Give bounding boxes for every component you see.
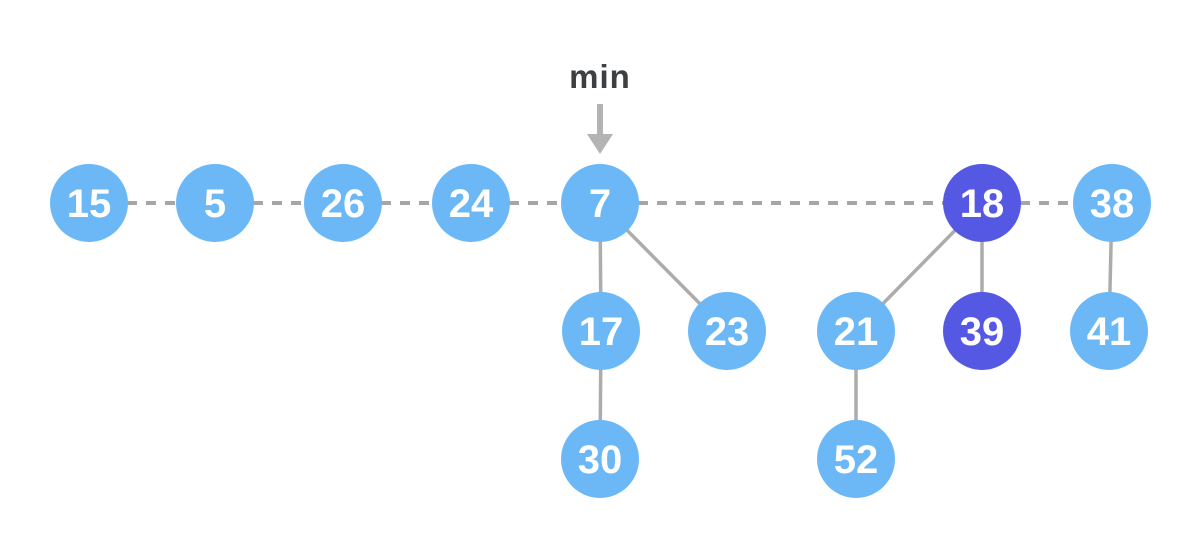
node-circle-18 bbox=[943, 164, 1021, 242]
nodes: 15 5 26 24 7 18 38 17 23 21 39 41 30 52 bbox=[50, 164, 1151, 498]
node-value-15: 15 bbox=[67, 182, 112, 226]
node-circle-38 bbox=[1073, 164, 1151, 242]
node-circle-24 bbox=[432, 164, 510, 242]
node-5: 5 bbox=[176, 164, 254, 242]
node-41: 41 bbox=[1070, 292, 1148, 370]
node-value-41: 41 bbox=[1087, 310, 1132, 354]
node-30: 30 bbox=[561, 420, 639, 498]
node-17: 17 bbox=[562, 292, 640, 370]
node-value-24: 24 bbox=[449, 182, 494, 226]
node-circle-39 bbox=[943, 292, 1021, 370]
node-value-23: 23 bbox=[705, 310, 750, 354]
node-26: 26 bbox=[304, 164, 382, 242]
min-pointer: min bbox=[569, 58, 631, 154]
node-7: 7 bbox=[561, 164, 639, 242]
node-circle-15 bbox=[50, 164, 128, 242]
node-value-26: 26 bbox=[321, 182, 366, 226]
min-arrow-head-icon bbox=[587, 134, 613, 154]
node-circle-26 bbox=[304, 164, 382, 242]
node-24: 24 bbox=[432, 164, 510, 242]
node-21: 21 bbox=[817, 292, 895, 370]
node-value-52: 52 bbox=[834, 438, 879, 482]
min-label: min bbox=[569, 58, 631, 95]
node-value-39: 39 bbox=[960, 310, 1005, 354]
node-value-18: 18 bbox=[960, 182, 1005, 226]
node-circle-52 bbox=[817, 420, 895, 498]
node-38: 38 bbox=[1073, 164, 1151, 242]
node-18: 18 bbox=[943, 164, 1021, 242]
node-value-5: 5 bbox=[204, 182, 226, 226]
node-52: 52 bbox=[817, 420, 895, 498]
node-39: 39 bbox=[943, 292, 1021, 370]
node-circle-23 bbox=[688, 292, 766, 370]
node-circle-7 bbox=[561, 164, 639, 242]
node-value-30: 30 bbox=[578, 438, 623, 482]
node-circle-41 bbox=[1070, 292, 1148, 370]
node-value-17: 17 bbox=[579, 310, 624, 354]
node-circle-17 bbox=[562, 292, 640, 370]
node-23: 23 bbox=[688, 292, 766, 370]
node-circle-21 bbox=[817, 292, 895, 370]
node-circle-30 bbox=[561, 420, 639, 498]
node-value-7: 7 bbox=[589, 182, 611, 226]
node-value-38: 38 bbox=[1090, 182, 1135, 226]
node-circle-5 bbox=[176, 164, 254, 242]
node-value-21: 21 bbox=[834, 310, 879, 354]
node-15: 15 bbox=[50, 164, 128, 242]
